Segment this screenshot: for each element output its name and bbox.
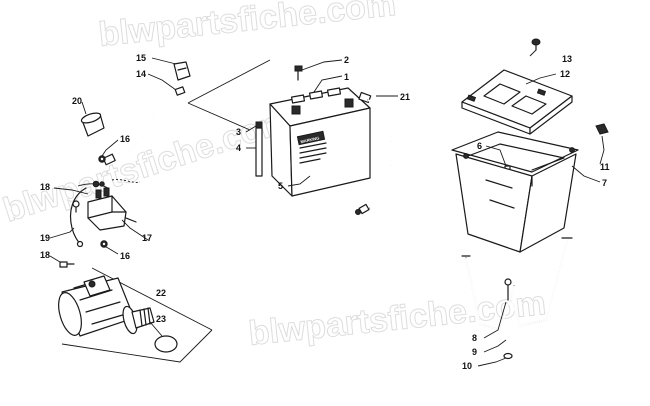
callout-22: 22 <box>156 288 166 298</box>
nut-part-16 <box>98 155 108 248</box>
callout-23: 23 <box>156 314 166 324</box>
callout-11: 11 <box>600 162 610 172</box>
callout-4: 4 <box>236 143 241 153</box>
strap-part-8 <box>461 237 573 331</box>
callout-20: 20 <box>72 96 82 106</box>
fastener-part-9 <box>504 278 512 301</box>
cable-part-21 <box>355 91 393 215</box>
screw-part-2 <box>294 65 303 81</box>
clip-part-11 <box>595 123 609 135</box>
bolt-part-18-upper <box>72 200 80 213</box>
bracket-line-bottom <box>187 102 251 131</box>
solenoid-part-17 <box>87 187 137 231</box>
callout-labels: 1 2 3 4 5 6 7 8 9 10 11 12 13 14 15 16 1… <box>40 53 610 371</box>
vent-tube-part-4 <box>255 127 263 177</box>
bracket-lines <box>61 59 271 363</box>
callout-18-lower: 18 <box>40 250 50 260</box>
hold-down-plate-part-12 <box>461 69 573 135</box>
callout-14: 14 <box>136 69 146 79</box>
callout-16-upper: 16 <box>120 134 130 144</box>
vent-cap-part-3 <box>255 121 263 129</box>
cable-part-14 <box>102 86 186 166</box>
leader-lines <box>49 49 605 367</box>
callout-17: 17 <box>142 233 152 243</box>
callout-7: 7 <box>602 178 607 188</box>
callout-21: 21 <box>400 92 410 102</box>
bolt-part-18-lower <box>59 261 75 268</box>
washer-part-10 <box>503 352 513 360</box>
battery-part-5: MARKING <box>269 87 371 197</box>
bracket-line-starter-bottom <box>61 329 213 363</box>
callout-1: 1 <box>344 72 349 82</box>
bracket-line-starter-top <box>91 267 213 331</box>
callout-16-lower: 16 <box>120 251 130 261</box>
callout-2: 2 <box>344 55 349 65</box>
callout-8: 8 <box>472 333 477 343</box>
wire-part-19 <box>69 187 87 248</box>
terminal-boot-part-15 <box>173 61 191 81</box>
boot-part-20 <box>80 112 105 137</box>
battery-label: MARKING <box>300 135 320 144</box>
o-ring-part-23 <box>154 335 178 353</box>
callout-6: 6 <box>477 141 482 151</box>
callout-12: 12 <box>560 69 570 79</box>
callout-13: 13 <box>562 54 572 64</box>
callout-5: 5 <box>278 181 283 191</box>
callout-10: 10 <box>462 361 472 371</box>
callout-19: 19 <box>40 233 50 243</box>
callout-18-upper: 18 <box>40 182 50 192</box>
watermark-top: blwpartsfiche.com <box>97 0 398 54</box>
cap-part-13 <box>531 38 541 51</box>
callout-3: 3 <box>236 127 241 137</box>
watermark-middle: blwpartsfiche.com <box>0 101 294 229</box>
harness-wires <box>77 179 141 189</box>
starter-motor-part-22 <box>58 275 155 337</box>
callout-15: 15 <box>136 53 146 63</box>
bracket-line-top <box>187 59 271 104</box>
battery-box-part-7 <box>451 131 579 253</box>
callout-9: 9 <box>472 347 477 357</box>
